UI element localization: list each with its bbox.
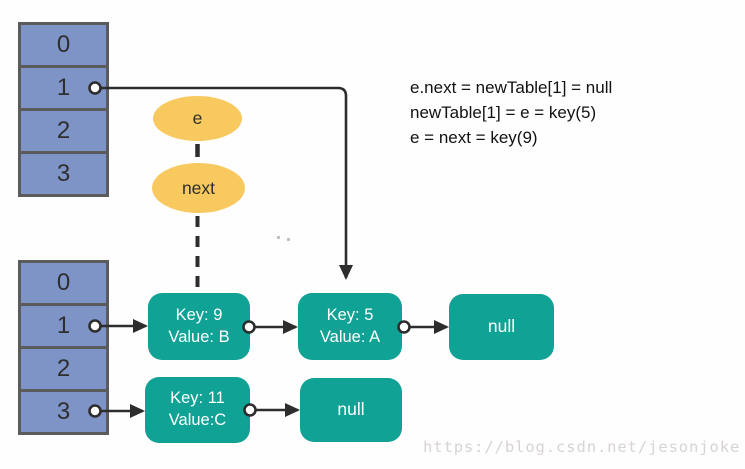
node-key11: Key: 11 Value:C [145, 377, 250, 443]
new-table-bucket-1: 1 [21, 68, 106, 108]
annotation-line-3: e = next = key(9) [410, 128, 538, 147]
new-table-bucket-0: 0 [21, 25, 106, 65]
node-key5-key: Key: 5 [326, 305, 374, 324]
old-table-bucket-3: 3 [21, 392, 106, 432]
annotation-line-1: e.next = newTable[1] = null [410, 78, 613, 97]
pointer-next: next [152, 163, 245, 213]
annotation-text: e.next = newTable[1] = null newTable[1] … [410, 75, 612, 150]
watermark-url: https://blog.csdn.net/jesonjoke [423, 438, 741, 456]
node-key9-value: Value: B [168, 327, 230, 346]
node-key11-key: Key: 11 [170, 389, 225, 408]
node-key5-value: Value: A [319, 327, 381, 346]
old-table-bucket-1: 1 [21, 306, 106, 346]
new-table-bucket-3: 3 [21, 154, 106, 194]
pointer-e: e [153, 96, 242, 141]
new-table: 0 1 2 3 [18, 22, 109, 197]
artifact-dot [277, 236, 280, 239]
node-null-1: null [449, 294, 554, 360]
node-key11-value: Value:C [168, 411, 227, 429]
artifact-dot [287, 238, 290, 241]
new-table-bucket-2: 2 [21, 111, 106, 151]
old-table-bucket-2: 2 [21, 349, 106, 389]
node-key9: Key: 9 Value: B [148, 293, 250, 360]
old-table: 0 1 2 3 [18, 260, 109, 435]
node-key9-key: Key: 9 [175, 305, 223, 324]
node-null-2: null [300, 378, 402, 442]
node-key5: Key: 5 Value: A [298, 293, 402, 360]
annotation-line-2: newTable[1] = e = key(5) [410, 103, 597, 122]
old-table-bucket-0: 0 [21, 263, 106, 303]
